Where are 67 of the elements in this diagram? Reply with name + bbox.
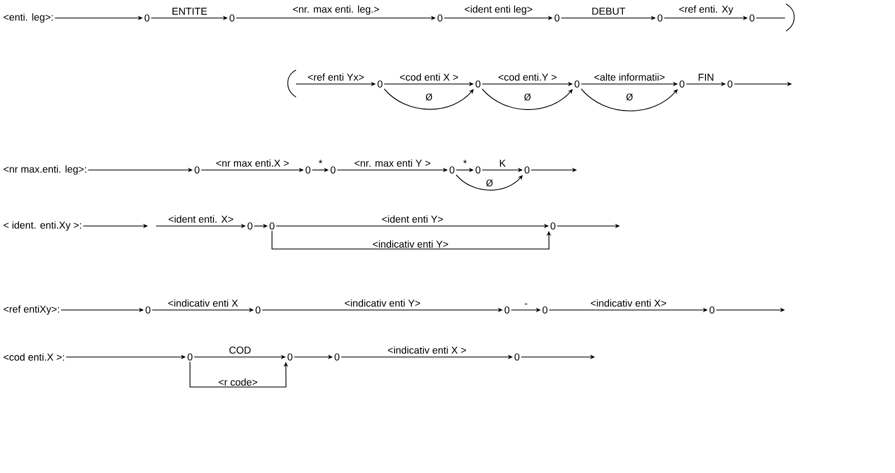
- edge-label: *: [318, 159, 324, 168]
- state-label: 0: [288, 353, 292, 361]
- state-label: 0: [188, 353, 192, 361]
- state-label: 0: [658, 14, 662, 22]
- state-label: 0: [450, 166, 454, 174]
- rule-name: <nr max.enti. leg>:: [4, 165, 86, 175]
- edge-label: *: [462, 159, 468, 168]
- state-label: 0: [550, 222, 556, 230]
- state-label: 0: [750, 14, 754, 22]
- arrow: [580, 88, 678, 112]
- state-label: 0: [680, 80, 684, 88]
- edge-label: <nr max enti.X >: [215, 158, 290, 168]
- edge-label: <ident enti. X>: [168, 214, 234, 224]
- state-label: 0: [146, 306, 150, 314]
- state-label: 0: [542, 306, 548, 314]
- state-label: 0: [330, 166, 336, 174]
- edge-label: <indicativ enti Y>: [344, 298, 422, 308]
- arrow: [384, 88, 474, 110]
- state-label: 0: [554, 14, 560, 22]
- edge-label: <indicativ enti Y>: [372, 240, 450, 248]
- rule-name: <cod enti.X >:: [4, 353, 64, 361]
- edge-label: <indicativ enti X>: [590, 298, 668, 308]
- edge-label: <cod enti.Y >: [497, 72, 558, 82]
- state-label: 0: [524, 166, 530, 174]
- edge-label: <ref enti Yx>: [306, 72, 365, 82]
- edge-label: <cod enti X >: [398, 72, 460, 82]
- edge-label: Ø: [523, 92, 532, 102]
- state-label: 0: [306, 166, 310, 174]
- edge-label: <nr. max enti. leg.>: [292, 4, 380, 16]
- state-label: 0: [574, 80, 580, 88]
- rule-name: < ident. enti.Xy >:: [4, 221, 82, 231]
- state-label: 0: [248, 222, 252, 230]
- state-label: 0: [230, 14, 234, 22]
- edge-label: <indicativ enti X >: [386, 346, 468, 354]
- state-label: 0: [514, 353, 520, 361]
- edge-label: <ref enti. Xy: [678, 4, 734, 16]
- state-label: 0: [334, 353, 340, 361]
- state-label: 0: [194, 166, 200, 174]
- state-label: 0: [710, 306, 714, 314]
- edge-label: <ident enti leg>: [464, 4, 534, 16]
- state-label: 0: [378, 80, 382, 88]
- edge-label: K: [498, 159, 506, 168]
- arrow: [456, 174, 523, 191]
- edge-label: <r code>: [218, 378, 258, 386]
- edge-label: Ø: [625, 92, 634, 102]
- arrow: [482, 88, 573, 110]
- edge-label: FIN: [697, 73, 715, 82]
- state-label: 0: [476, 166, 480, 174]
- state-label: 0: [438, 14, 442, 22]
- edge-label: <alte informatii>: [593, 72, 666, 82]
- edge-label: DEBUT: [590, 7, 626, 16]
- edge-label: <ident enti Y>: [381, 214, 444, 224]
- edge-label: ENTITE: [171, 7, 208, 16]
- edge-label: <nr. max enti Y >: [354, 158, 432, 168]
- state-label: 0: [476, 80, 480, 88]
- state-label: 0: [144, 14, 150, 22]
- edge-label: <indicativ enti X: [167, 298, 239, 308]
- rule-name: <enti. leg>:: [4, 13, 53, 23]
- state-label: 0: [504, 306, 510, 314]
- edge-label: Ø: [424, 92, 434, 102]
- state-label: 0: [270, 222, 274, 230]
- edge-label: Ø: [485, 178, 494, 188]
- edge-label: -: [524, 303, 528, 308]
- rule-name: <ref entiXy>:: [4, 305, 59, 315]
- state-label: 0: [728, 80, 732, 88]
- edge-label: COD: [228, 346, 252, 354]
- state-label: 0: [256, 306, 260, 314]
